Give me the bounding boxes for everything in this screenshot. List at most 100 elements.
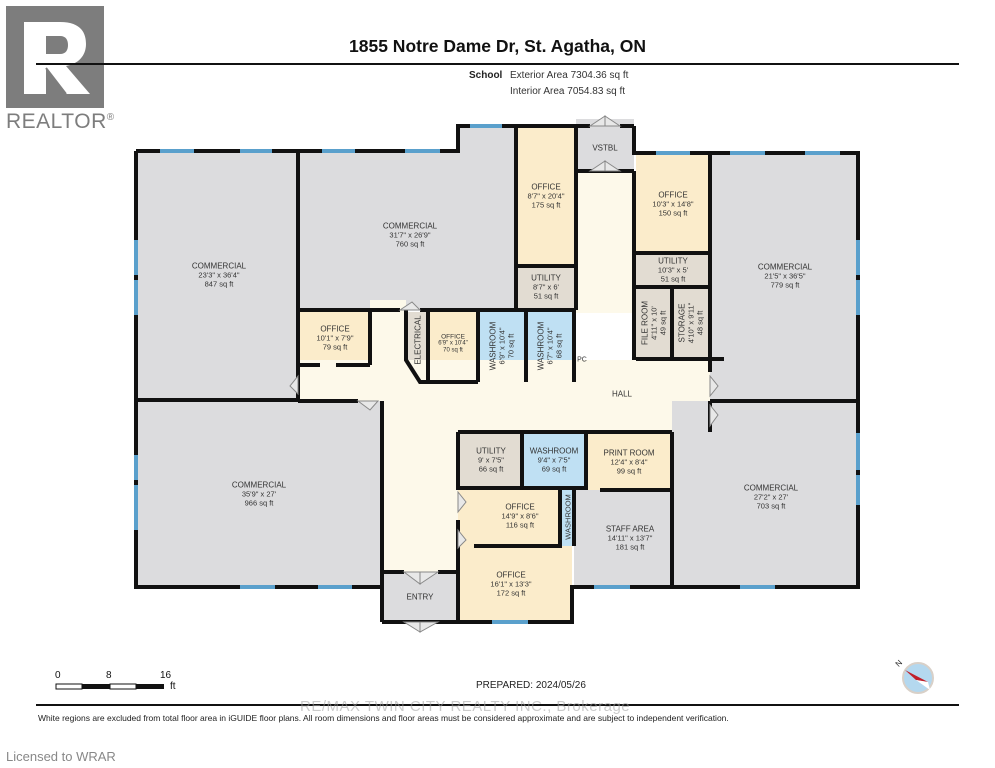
room-dims: 6'9" x 10'4" bbox=[497, 327, 507, 365]
room-name: STAFF AREA bbox=[605, 524, 655, 534]
room-dims: 10'3" x 5' bbox=[657, 265, 689, 275]
scale-unit: ft bbox=[170, 681, 176, 692]
disclaimer-text: White regions are excluded from total fl… bbox=[38, 713, 729, 723]
room-dims: 12'4" x 8'4" bbox=[610, 457, 648, 467]
room-area: 116 sq ft bbox=[505, 520, 535, 530]
room-dims: 14'11" x 13'7" bbox=[607, 533, 653, 543]
realtor-logo bbox=[6, 6, 104, 108]
room-dims: 10'3" x 14'8" bbox=[652, 199, 694, 209]
room-dims: 6'7" x 10'4" bbox=[545, 327, 555, 365]
room-dims: 4'10" x 9'11" bbox=[686, 302, 696, 344]
label-electrical: ELECTRICAL bbox=[413, 315, 423, 365]
room-area: 49 sq ft bbox=[658, 310, 668, 336]
room-name: OFFICE bbox=[505, 502, 535, 512]
label-hall: HALL bbox=[611, 389, 633, 399]
room-dims: 8'7" x 6' bbox=[533, 282, 559, 292]
interior-area: Interior Area 7054.83 sq ft bbox=[510, 86, 626, 97]
room-area: 79 sq ft bbox=[322, 342, 348, 352]
doors bbox=[289, 115, 719, 633]
room-name: WASHROOM bbox=[536, 321, 546, 371]
room-area: 760 sq ft bbox=[395, 239, 425, 249]
room-dims: 8'7" x 20'4" bbox=[527, 191, 565, 201]
room-name: UTILITY bbox=[476, 446, 506, 456]
room-name: UTILITY bbox=[658, 256, 688, 266]
room-name: UTILITY bbox=[531, 273, 561, 283]
room-name: COMMERCIAL bbox=[231, 480, 287, 490]
realtor-wordmark: REALTOR® bbox=[6, 110, 115, 134]
windows bbox=[134, 124, 860, 624]
scale-tick-0: 0 bbox=[55, 670, 61, 681]
registered-mark: ® bbox=[106, 112, 115, 123]
title-divider bbox=[36, 63, 959, 65]
room-name: OFFICE bbox=[441, 333, 465, 341]
room-area: 68 sq ft bbox=[554, 333, 564, 359]
room-name: PRINT ROOM bbox=[603, 448, 655, 458]
room-area: 703 sq ft bbox=[756, 501, 786, 511]
room-dims: 9' x 7'5" bbox=[478, 455, 504, 465]
room-area: 847 sq ft bbox=[204, 279, 234, 289]
room-dims: 10'1" x 7'9" bbox=[316, 333, 354, 343]
footer-divider bbox=[36, 704, 959, 706]
room-area: 66 sq ft bbox=[478, 464, 504, 474]
room-name: STORAGE bbox=[677, 303, 687, 343]
room-area: 172 sq ft bbox=[496, 588, 526, 598]
page-title: 1855 Notre Dame Dr, St. Agatha, ON bbox=[349, 36, 646, 56]
room-dims: 35'9" x 27' bbox=[241, 489, 277, 499]
room-area: 175 sq ft bbox=[531, 200, 561, 210]
room-dims: 31'7" x 26'9" bbox=[389, 230, 431, 240]
label-entry: ENTRY bbox=[406, 592, 434, 602]
room-fills bbox=[136, 119, 858, 622]
room-name: COMMERCIAL bbox=[382, 221, 438, 231]
room-area: 70 sq ft bbox=[443, 347, 463, 354]
room-dims: 16'1" x 13'3" bbox=[490, 579, 532, 589]
room-name: OFFICE bbox=[531, 182, 561, 192]
room-area: 51 sq ft bbox=[533, 291, 559, 301]
room-area: 150 sq ft bbox=[658, 208, 688, 218]
label-small-washroom: WASHROOM bbox=[563, 494, 573, 540]
room-area: 69 sq ft bbox=[541, 464, 567, 474]
label-vestibule: VSTBL bbox=[592, 143, 618, 153]
scale-tick-8: 8 bbox=[106, 670, 112, 681]
room-name: WASHROOM bbox=[529, 446, 579, 456]
room-dims: 21'5" x 36'5" bbox=[764, 271, 806, 281]
room-name: FILE ROOM bbox=[640, 300, 650, 346]
room-name: OFFICE bbox=[658, 190, 688, 200]
compass-icon bbox=[902, 662, 934, 694]
scale-bar bbox=[55, 683, 164, 690]
room-name: OFFICE bbox=[496, 570, 526, 580]
room-dims: 9'4" x 7'5" bbox=[537, 455, 571, 465]
room-name: COMMERCIAL bbox=[191, 261, 247, 271]
room-area: 779 sq ft bbox=[770, 280, 800, 290]
brokerage-watermark: RE/MAX TWIN CITY REALTY INC., Brokerage bbox=[300, 698, 631, 715]
scale-tick-16: 16 bbox=[160, 670, 172, 681]
room-area: 966 sq ft bbox=[244, 498, 274, 508]
room-area: 99 sq ft bbox=[616, 466, 642, 476]
prepared-date: PREPARED: 2024/05/26 bbox=[476, 680, 586, 691]
room-area: 51 sq ft bbox=[660, 274, 686, 284]
room-dims: 6'9" x 10'4" bbox=[438, 340, 468, 347]
room-name: OFFICE bbox=[320, 324, 350, 334]
label-pc: PC bbox=[577, 356, 587, 364]
licensed-to-text: Licensed to WRAR bbox=[6, 749, 116, 764]
room-name: WASHROOM bbox=[488, 321, 498, 371]
room-name: COMMERCIAL bbox=[757, 262, 813, 272]
room-dims: 27'2" x 27' bbox=[753, 492, 789, 502]
